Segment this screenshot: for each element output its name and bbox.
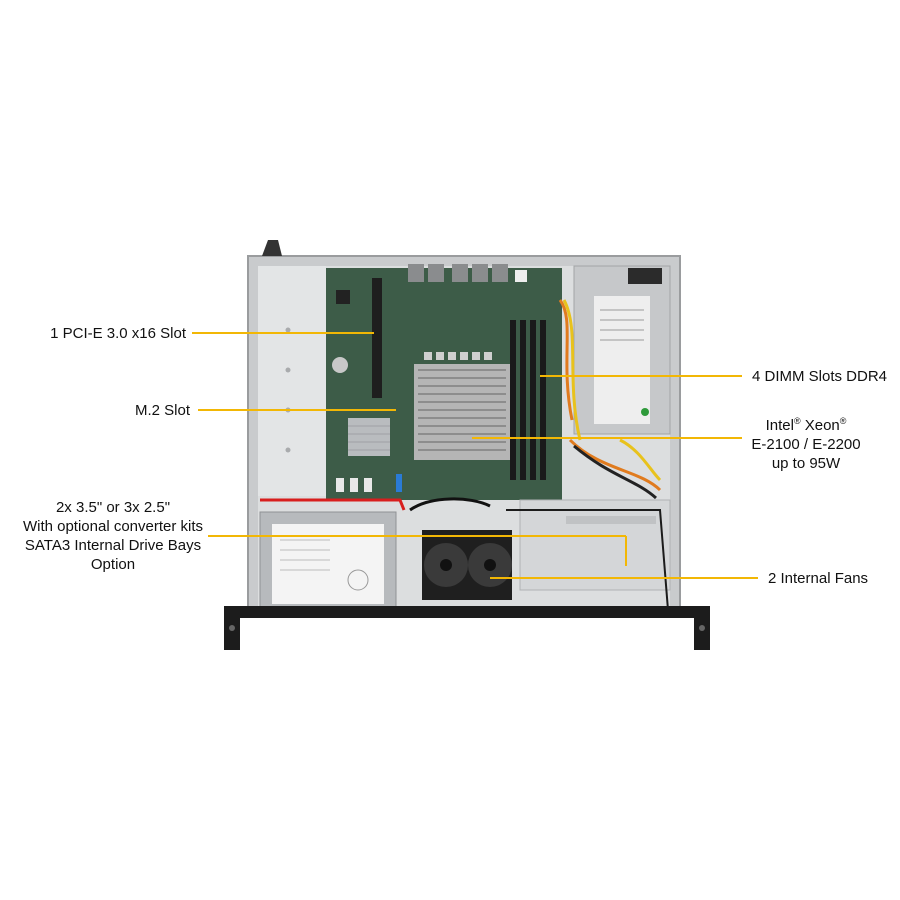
power-supply [573,265,671,435]
label-drives-line3: SATA3 Internal Drive Bays [24,537,202,554]
air-shroud [506,499,671,611]
label-m2-slot: M.2 Slot [60,401,190,420]
hard-drive [259,498,406,611]
fans [409,497,512,600]
cpu-heatsink [414,364,510,460]
label-dimm-text: 4 DIMM Slots DDR4 [752,368,888,385]
label-fans-text: 2 Internal Fans [768,570,869,587]
label-cpu-line1: Intel® Xeon® [742,412,870,435]
motherboard [326,264,562,500]
cpu-family-text: Xeon [800,417,840,434]
label-drives-line1: 2x 3.5" or 3x 2.5" [55,499,171,516]
registered-mark: ® [839,416,847,426]
label-pcie-text: 1 PCI-E 3.0 x16 Slot [50,325,186,342]
pcie-slot [372,278,382,398]
front-rail [224,606,710,650]
label-cpu-line2: E-2100 / E-2200 [751,436,861,453]
dimm-slots [510,320,546,480]
label-cpu: Intel® Xeon® E-2100 / E-2200 up to 95W [742,412,870,473]
leader-lines [192,332,758,579]
psu-cables [558,299,662,500]
label-pcie-slot: 1 PCI-E 3.0 x16 Slot [10,324,186,343]
label-m2-text: M.2 Slot [134,402,190,419]
label-dimm-slots: 4 DIMM Slots DDR4 [752,367,900,386]
label-drives-line2: With optional converter kits [22,518,204,535]
label-fans: 2 Internal Fans [768,569,898,588]
cpu-brand-text: Intel [765,417,794,434]
label-drive-bays: 2x 3.5" or 3x 2.5" With optional convert… [0,498,226,574]
registered-mark: ® [793,416,801,426]
label-drives-line4: Option [90,556,136,573]
label-cpu-line3: up to 95W [771,455,841,472]
